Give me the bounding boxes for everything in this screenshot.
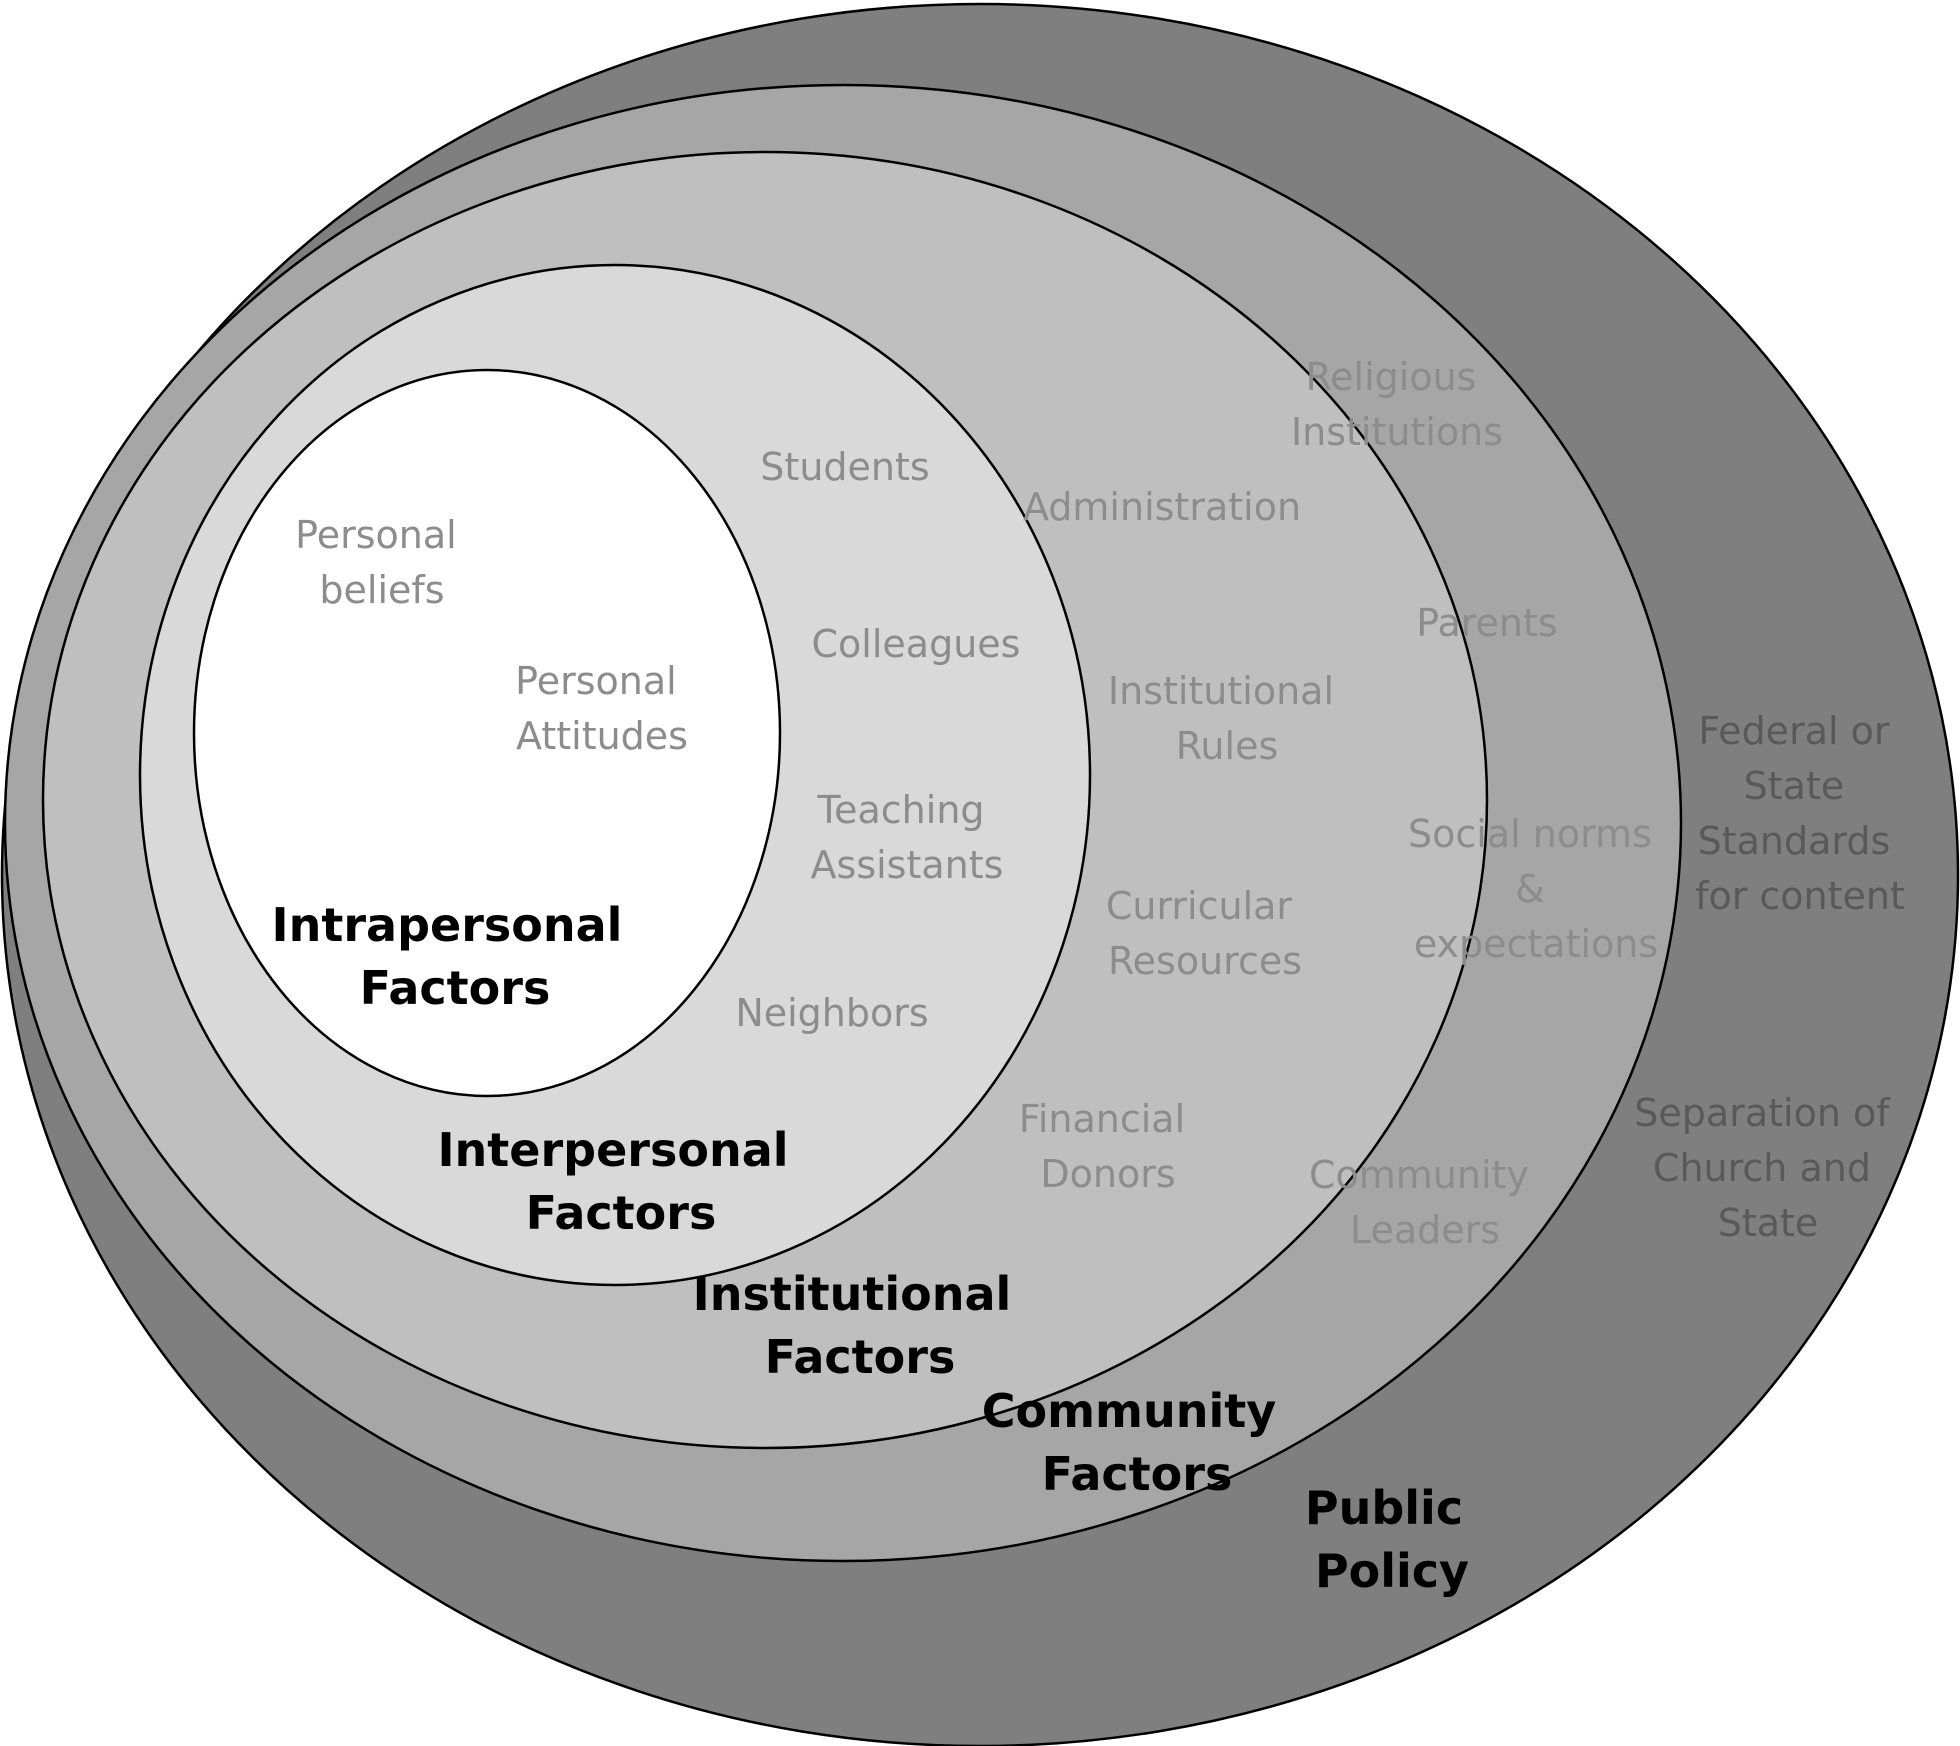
item-colleagues: Colleagues (812, 622, 1021, 666)
item-personal-beliefs: Personal beliefs (295, 513, 469, 612)
item-line: Social norms (1408, 812, 1652, 856)
label-intrapersonal: Intrapersonal Factors (272, 898, 639, 1015)
item-line: Standards (1698, 819, 1891, 863)
item-community-leaders: Community Leaders (1309, 1153, 1541, 1252)
item-line: Neighbors (735, 991, 928, 1035)
item-line: Church and (1653, 1146, 1871, 1190)
item-financial-donors: Financial Donors (1019, 1097, 1198, 1196)
item-line: Leaders (1350, 1208, 1500, 1252)
label-line: Public (1305, 1481, 1463, 1535)
item-personal-attitudes: Personal Attitudes (515, 659, 689, 758)
community-items: Religious Institutions Parents Social no… (1291, 355, 1664, 1252)
item-line: Rules (1176, 724, 1279, 768)
institutional-items: Administration Institutional Rules Curri… (1019, 485, 1346, 1196)
item-social-norms: Social norms & expectations (1408, 812, 1664, 966)
item-line: & (1515, 867, 1545, 911)
item-administration: Administration (1023, 485, 1301, 529)
interpersonal-items: Students Colleagues Teaching Assistants … (735, 445, 1020, 1035)
item-line: Financial (1019, 1097, 1185, 1141)
item-line: Personal (295, 513, 457, 557)
label-line: Factors (765, 1330, 956, 1384)
label-institutional: Institutional Factors (693, 1267, 1028, 1384)
item-parents: Parents (1416, 601, 1557, 645)
item-religious-institutions: Religious Institutions (1291, 355, 1503, 454)
item-line: Administration (1023, 485, 1301, 529)
item-line: Parents (1416, 601, 1557, 645)
item-federal-standards: Federal or State Standards for content (1695, 709, 1905, 918)
item-line: Federal or (1698, 709, 1889, 753)
item-line: for content (1695, 874, 1905, 918)
item-line: beliefs (319, 568, 444, 612)
item-line: Separation of (1634, 1091, 1891, 1135)
label-interpersonal: Interpersonal Factors (437, 1123, 804, 1240)
item-line: Personal (515, 659, 677, 703)
item-line: Institutional (1108, 669, 1334, 713)
public-policy-items: Federal or State Standards for content S… (1634, 709, 1905, 1245)
item-line: Students (760, 445, 929, 489)
item-line: State (1718, 1201, 1819, 1245)
intrapersonal-ellipse (192, 368, 782, 1098)
label-line: Institutional (693, 1267, 1012, 1321)
item-line: Resources (1108, 939, 1302, 983)
item-line: Assistants (811, 843, 1004, 887)
layer-labels: Intrapersonal Factors Interpersonal Fact… (272, 898, 1479, 1598)
label-community: Community Factors (982, 1384, 1292, 1501)
label-public-policy: Public Policy (1305, 1481, 1479, 1598)
item-separation-church-state: Separation of Church and State (1634, 1091, 1901, 1245)
label-line: Intrapersonal (272, 898, 623, 952)
label-line: Policy (1315, 1544, 1469, 1598)
label-line: Factors (1042, 1447, 1233, 1501)
item-line: Colleagues (812, 622, 1021, 666)
label-line: Factors (526, 1186, 717, 1240)
label-line: Interpersonal (437, 1123, 788, 1177)
item-line: expectations (1414, 922, 1658, 966)
item-institutional-rules: Institutional Rules (1108, 669, 1346, 768)
item-line: Teaching (816, 788, 984, 832)
item-line: State (1744, 764, 1845, 808)
intrapersonal-items: Personal beliefs Personal Attitudes (295, 513, 689, 758)
item-curricular-resources: Curricular Resources (1106, 884, 1304, 983)
item-neighbors: Neighbors (735, 991, 928, 1035)
label-line: Factors (360, 961, 551, 1015)
item-students: Students (760, 445, 929, 489)
item-line: Religious (1305, 355, 1476, 399)
label-line: Community (982, 1384, 1276, 1438)
item-line: Community (1309, 1153, 1529, 1197)
item-teaching-assistants: Teaching Assistants (811, 788, 1004, 887)
item-line: Institutions (1291, 410, 1503, 454)
item-line: Attitudes (516, 714, 688, 758)
item-line: Curricular (1106, 884, 1293, 928)
item-line: Donors (1040, 1152, 1175, 1196)
